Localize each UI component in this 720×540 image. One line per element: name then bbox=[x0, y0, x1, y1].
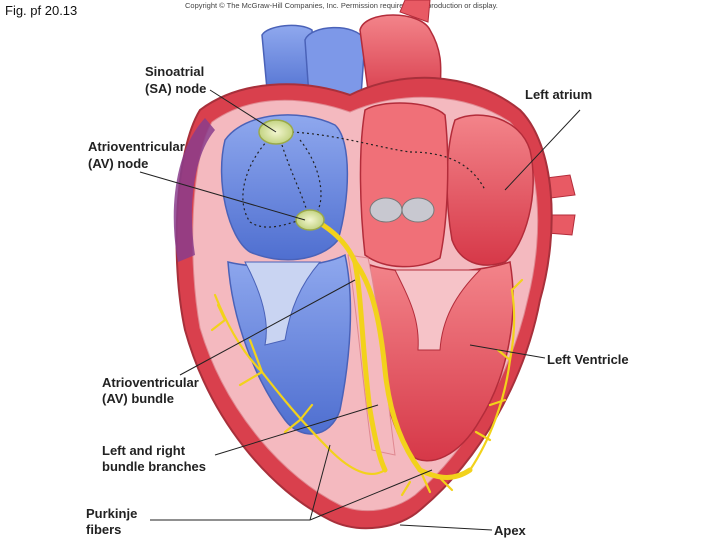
tricuspid-valve bbox=[244, 261, 322, 346]
conduction-system bbox=[210, 219, 524, 497]
left-bundle-branch bbox=[352, 259, 423, 473]
mitral-valve bbox=[394, 269, 482, 351]
copyright-notice: Copyright © The McGraw-Hill Companies, I… bbox=[185, 1, 498, 10]
label-bundle-branches-line2: bundle branches bbox=[102, 459, 206, 474]
label-bundle-branches-line1: Left and right bbox=[102, 443, 186, 458]
label-left-atrium: Left atrium bbox=[525, 87, 592, 102]
label-av-node-line2: (AV) node bbox=[88, 156, 148, 171]
left-atrium-chamber bbox=[446, 114, 534, 266]
aortic-valve bbox=[369, 197, 435, 223]
label-left-ventricle: Left Ventricle bbox=[547, 352, 629, 367]
apex-branch bbox=[417, 467, 473, 480]
right-bundle-branch bbox=[352, 259, 388, 473]
epicardial-band bbox=[173, 118, 215, 262]
label-av-bundle-line2: (AV) bundle bbox=[102, 391, 174, 406]
label-av-bundle-line1: Atrioventricular bbox=[102, 375, 199, 390]
purkinje-network bbox=[210, 278, 524, 497]
slide-title: Fig. pf 20.13 bbox=[5, 3, 78, 18]
leader-lines bbox=[139, 89, 581, 531]
label-sa-node-line2: (SA) node bbox=[145, 81, 206, 96]
av-node bbox=[295, 209, 325, 231]
label-apex: Apex bbox=[494, 523, 527, 538]
label-av-node-line1: Atrioventricular bbox=[88, 139, 185, 154]
label-purkinje-line2: fibers bbox=[86, 522, 121, 537]
aortic-outflow bbox=[359, 102, 449, 268]
impulse-paths bbox=[242, 131, 486, 228]
label-purkinje-line1: Purkinje bbox=[86, 506, 137, 521]
aortic-branch bbox=[399, 0, 431, 23]
label-sa-node-line1: Sinoatrial bbox=[145, 64, 204, 79]
